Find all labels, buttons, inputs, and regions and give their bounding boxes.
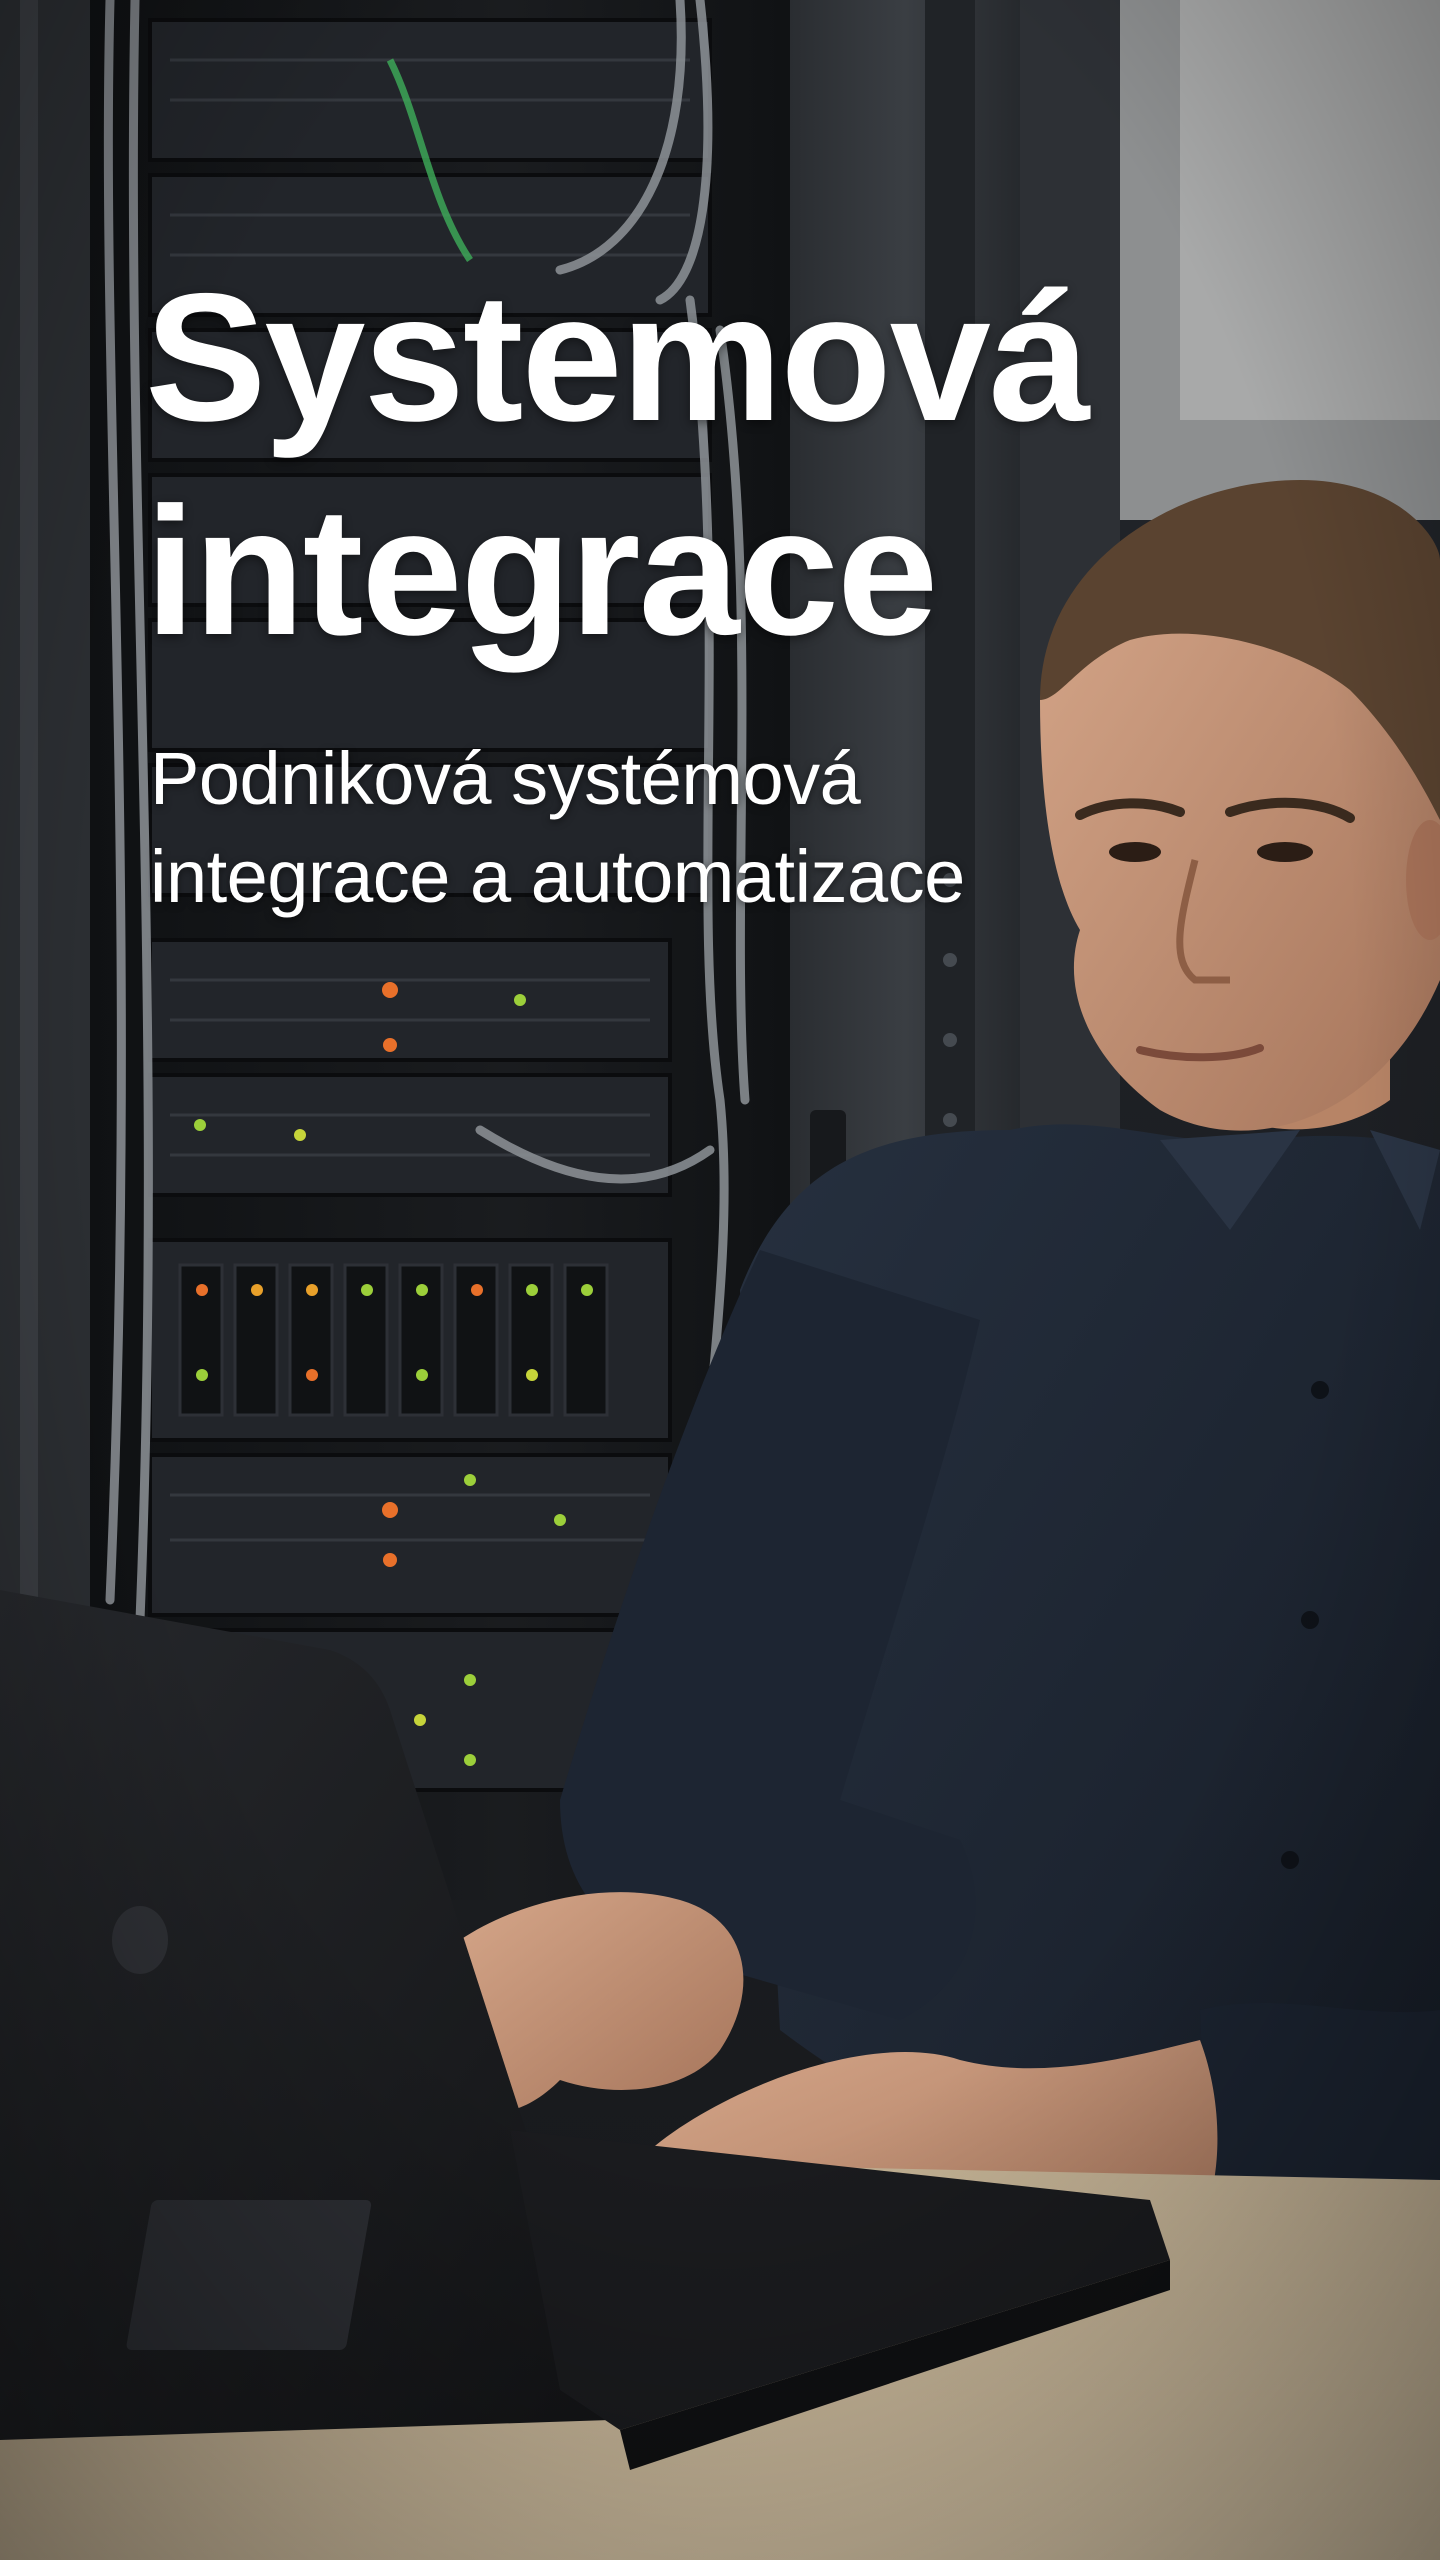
hero-title: Systemová integrace [145,250,1365,678]
hero-title-line-1: Systemová [145,255,1090,459]
hero-title-line-2: integrace [145,469,938,673]
hero-subtitle-line-2: integrace a automatizace [150,835,965,918]
hero-subtitle: Podniková systémová integrace a automati… [150,730,1300,926]
hero-subtitle-line-1: Podniková systémová [150,737,861,820]
